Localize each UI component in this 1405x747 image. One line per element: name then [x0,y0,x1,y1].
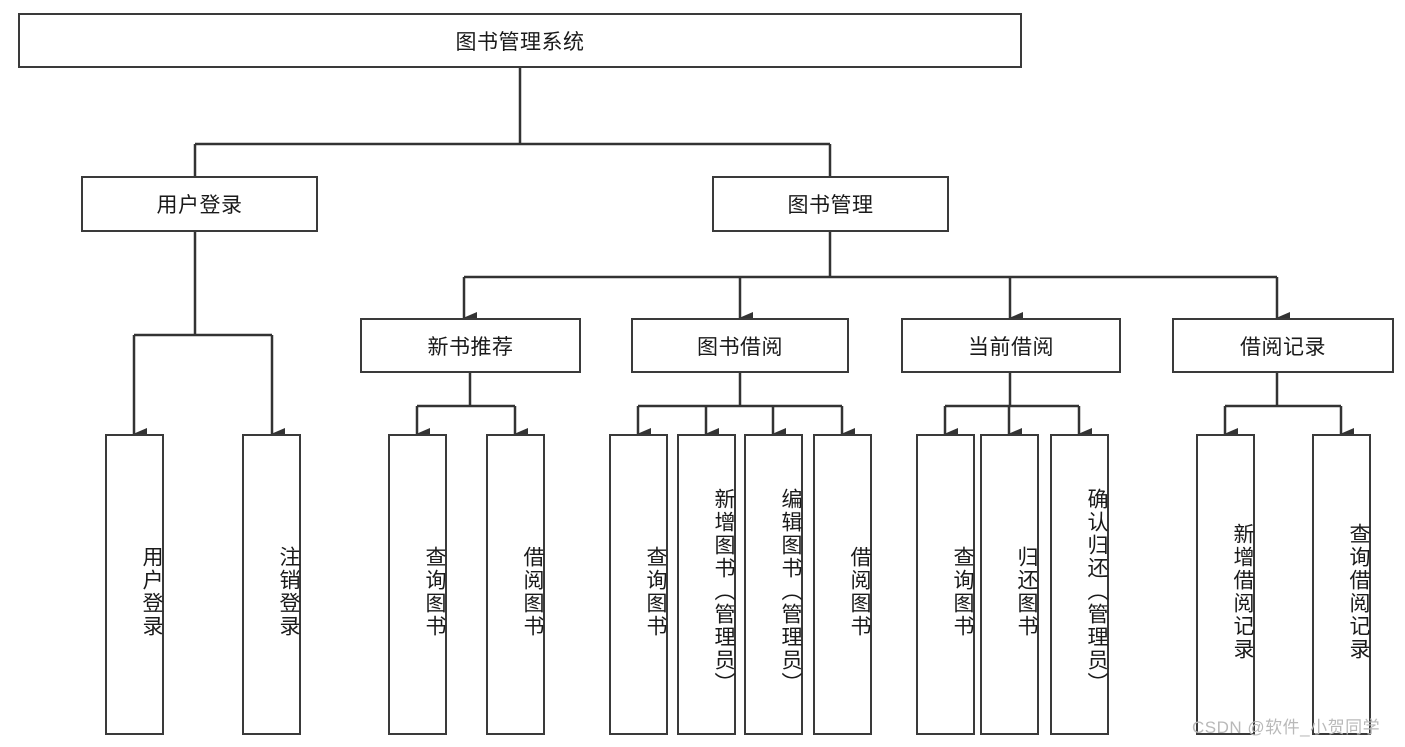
node-new-book-recommend-label: 新书推荐 [427,335,514,359]
leaf-return-book-label: 归还图书 [1015,545,1038,638]
leaf-logout-login[interactable]: 注销登录 [242,434,301,735]
node-book-management[interactable]: 图书管理 [712,176,949,232]
leaf-add-record[interactable]: 新增借阅记录 [1196,434,1255,735]
node-book-borrow-label: 图书借阅 [697,335,783,359]
node-user-login[interactable]: 用户登录 [81,176,318,232]
node-current-borrow[interactable]: 当前借阅 [901,318,1121,373]
leaf-add-book-label: 新增图书（管理员） [712,488,735,695]
leaf-logout-login-label: 注销登录 [277,545,300,638]
leaf-query-book-1-label: 查询图书 [423,545,446,638]
node-borrow-record-label: 借阅记录 [1240,335,1326,359]
leaf-edit-book[interactable]: 编辑图书（管理员） [744,434,803,735]
leaf-user-login[interactable]: 用户登录 [105,434,164,735]
leaf-edit-book-label: 编辑图书（管理员） [779,488,802,695]
leaf-return-book[interactable]: 归还图书 [980,434,1039,735]
leaf-query-book-2-label: 查询图书 [644,545,667,638]
leaf-add-book[interactable]: 新增图书（管理员） [677,434,736,735]
leaf-add-record-label: 新增借阅记录 [1231,522,1254,661]
leaf-query-book-3[interactable]: 查询图书 [916,434,975,735]
node-book-management-label: 图书管理 [787,194,874,217]
leaf-confirm-return[interactable]: 确认归还（管理员） [1050,434,1109,735]
leaf-query-book-1[interactable]: 查询图书 [388,434,447,735]
node-user-login-label: 用户登录 [156,194,243,217]
leaf-query-book-2[interactable]: 查询图书 [609,434,668,735]
leaf-query-record[interactable]: 查询借阅记录 [1312,434,1371,735]
node-new-book-recommend[interactable]: 新书推荐 [360,318,581,373]
leaf-confirm-return-label: 确认归还（管理员） [1085,488,1108,695]
leaf-borrow-book-1[interactable]: 借阅图书 [486,434,545,735]
node-current-borrow-label: 当前借阅 [968,335,1054,359]
leaf-query-record-label: 查询借阅记录 [1347,522,1370,661]
leaf-user-login-label: 用户登录 [140,545,163,638]
leaf-query-book-3-label: 查询图书 [951,545,974,638]
node-borrow-record[interactable]: 借阅记录 [1172,318,1394,373]
watermark: CSDN @软件_小贺同学 [1192,718,1381,737]
node-root-label: 图书管理系统 [455,30,585,54]
node-root[interactable]: 图书管理系统 [18,13,1022,68]
node-book-borrow[interactable]: 图书借阅 [631,318,849,373]
leaf-borrow-book-2-label: 借阅图书 [848,545,871,638]
leaf-borrow-book-2[interactable]: 借阅图书 [813,434,872,735]
leaf-borrow-book-1-label: 借阅图书 [521,545,544,638]
